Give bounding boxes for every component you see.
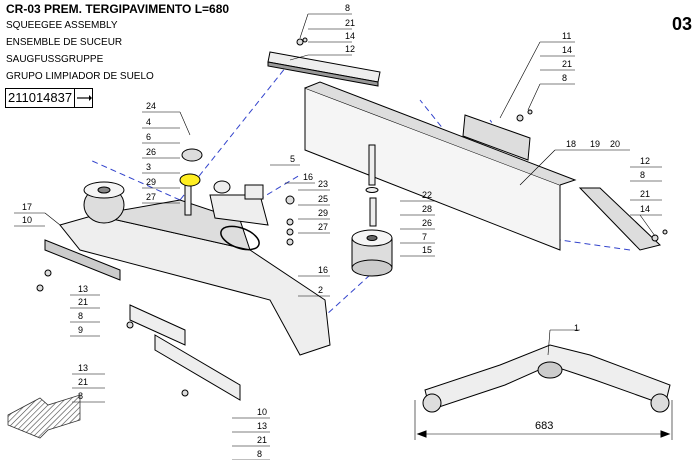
subtitle-es: GRUPO LIMPIADOR DE SUELO <box>6 71 154 82</box>
callout: 21 <box>562 59 572 69</box>
callout: 16 <box>303 172 313 182</box>
callout: 27 <box>318 222 328 232</box>
gasket <box>220 225 260 251</box>
callout: 8 <box>78 391 83 401</box>
callout: 11 <box>562 31 571 41</box>
callout: 21 <box>640 189 650 199</box>
callout: 8 <box>562 73 567 83</box>
part-number-box: 211014837 <box>5 88 93 108</box>
subtitle-en: SQUEEGEE ASSEMBLY <box>6 20 118 31</box>
callout: 29 <box>146 177 156 187</box>
callout: 25 <box>318 194 328 204</box>
part-number: 211014837 <box>6 89 76 107</box>
callout: 13 <box>78 363 88 373</box>
subtitle-fr: ENSEMBLE DE SUCEUR <box>6 37 123 48</box>
rear-blade <box>304 81 577 251</box>
callout: 29 <box>318 208 328 218</box>
wheel-left <box>83 181 125 224</box>
callout: 27 <box>146 192 156 202</box>
page-title: CR-03 PREM. TERGIPAVIMENTO L=680 <box>6 2 230 16</box>
left-front-blade <box>129 304 241 401</box>
callout: 26 <box>146 147 156 157</box>
callout: 21 <box>78 377 88 387</box>
callout: 21 <box>78 297 88 307</box>
detail-view <box>414 329 673 440</box>
post-bolt <box>365 144 379 227</box>
callout: 10 <box>257 407 267 417</box>
callout: 4 <box>146 117 151 127</box>
callout: 15 <box>422 245 432 255</box>
callout: 8 <box>78 311 83 321</box>
callout: 5 <box>290 154 295 164</box>
callout: 19 <box>590 139 600 149</box>
callout: 8 <box>640 170 645 180</box>
dimension-label: 683 <box>535 420 553 432</box>
direction-arrow-icon <box>7 394 81 439</box>
right-mid-bracket <box>578 187 662 251</box>
callout: 22 <box>422 190 432 200</box>
callout: 17 <box>22 202 32 212</box>
knob-assembly <box>179 148 203 216</box>
callout: 10 <box>22 215 32 225</box>
callout: 18 <box>566 139 576 149</box>
right-top-bracket <box>462 114 531 161</box>
callout: 28 <box>422 204 432 214</box>
sheet-number: 03 <box>671 14 692 34</box>
callout: 21 <box>257 435 267 445</box>
arrow-right-icon <box>75 89 93 107</box>
fasteners <box>36 37 668 397</box>
callout: 14 <box>562 45 572 55</box>
callout: 20 <box>610 139 620 149</box>
callout: 13 <box>78 284 88 294</box>
subtitle-de: SAUGFUSSGRUPPE <box>6 54 104 65</box>
callout: 2 <box>318 285 323 295</box>
callout: 12 <box>640 156 650 166</box>
callout: 14 <box>345 31 355 41</box>
callout: 21 <box>345 18 355 28</box>
callout: 7 <box>422 232 427 242</box>
callout: 23 <box>318 179 328 189</box>
callout: 6 <box>146 132 151 142</box>
callout: 16 <box>318 265 328 275</box>
wheel-right <box>351 229 393 277</box>
callout: 8 <box>257 449 262 459</box>
callout: 12 <box>345 44 355 54</box>
callout: 8 <box>345 3 350 13</box>
callout: 9 <box>78 325 83 335</box>
callout: 14 <box>640 204 650 214</box>
callout: 3 <box>146 162 151 172</box>
callout-labels: 8 21 14 12 11 14 21 8 18 19 20 12 8 21 1… <box>22 3 650 459</box>
callout: 26 <box>422 218 432 228</box>
callout: 13 <box>257 421 267 431</box>
callout: 1 <box>574 323 579 333</box>
callout: 24 <box>146 101 156 111</box>
suction-neck <box>209 180 269 226</box>
leader-lines <box>14 13 662 460</box>
top-bracket <box>267 51 381 87</box>
